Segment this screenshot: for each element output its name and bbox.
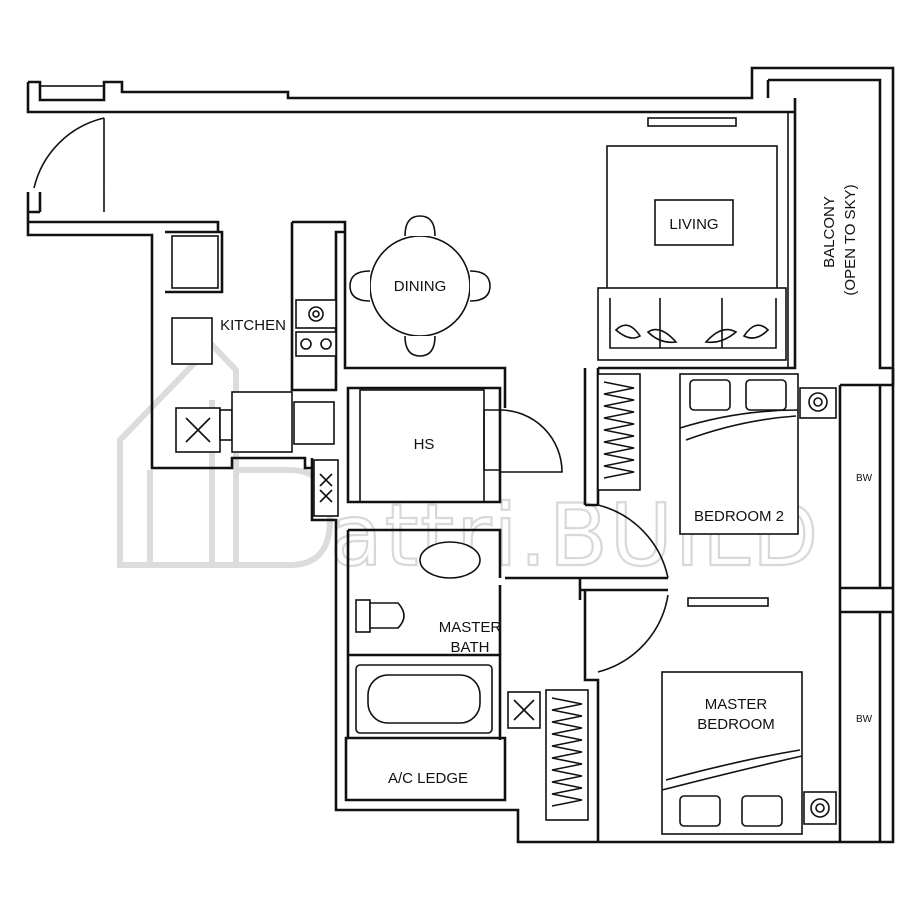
label-ac-ledge: A/C LEDGE <box>388 770 468 787</box>
basin <box>419 541 481 579</box>
fridge <box>171 235 219 289</box>
entry-door <box>33 117 105 212</box>
label-bw-bottom: BW <box>856 714 873 725</box>
master-bed-door <box>597 594 669 673</box>
label-dining: DINING <box>394 278 447 295</box>
kitchen-counter <box>231 391 293 453</box>
label-bw-top: BW <box>856 473 873 484</box>
bedroom2-furniture <box>597 373 837 535</box>
kitchen-cabinet <box>313 459 339 517</box>
label-hs: HS <box>414 436 435 453</box>
label-master-bedroom-2: BEDROOM <box>697 716 775 733</box>
label-balcony-2: (OPEN TO SKY) <box>842 184 859 295</box>
label-master-bath-1: MASTER <box>439 619 502 636</box>
room-labels: LIVING DINING KITCHEN HS BEDROOM 2 MASTE… <box>220 184 873 787</box>
watermark-house-logo <box>117 340 334 568</box>
hs-door <box>499 409 563 473</box>
dining-set <box>349 215 491 357</box>
outer-walls <box>26 66 895 844</box>
master-bath-fixtures <box>355 541 541 734</box>
master-bath-door <box>597 504 669 579</box>
label-balcony-1: BALCONY <box>821 196 838 268</box>
toilet <box>355 599 371 633</box>
label-bedroom2: BEDROOM 2 <box>694 508 784 525</box>
label-master-bedroom-1: MASTER <box>705 696 768 713</box>
interior-walls <box>165 220 669 842</box>
sofa <box>597 287 787 361</box>
label-living: LIVING <box>669 216 718 233</box>
master-bedroom-furniture <box>545 597 837 835</box>
kitchen-fixtures <box>171 235 339 517</box>
label-kitchen: KITCHEN <box>220 317 286 334</box>
label-master-bath-2: BATH <box>451 639 490 656</box>
sink-counter <box>171 317 213 365</box>
living-furniture <box>597 117 787 361</box>
stove-top <box>295 299 337 329</box>
